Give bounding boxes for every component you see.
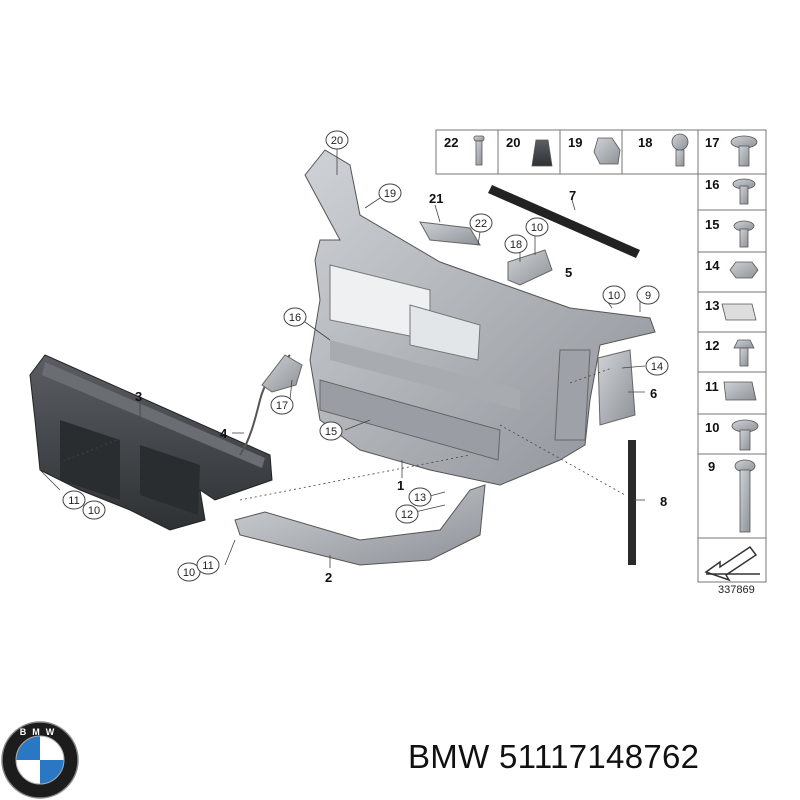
callout-22: 22: [475, 218, 487, 230]
legend-num-10: 10: [705, 420, 719, 435]
bracket-part-6: [597, 349, 636, 426]
front-panel-part-1: [304, 149, 656, 486]
legend-num-20: 20: [506, 135, 520, 150]
part-label-6: 6: [650, 386, 657, 401]
seal-strip-part-8: [628, 440, 636, 565]
bracket-part-21: [419, 221, 481, 246]
callout-10: 10: [183, 567, 195, 579]
part-label-2: 2: [325, 570, 332, 585]
part-label-5: 5: [565, 265, 572, 280]
part-label-3: 3: [135, 389, 142, 404]
callout-15: 15: [325, 426, 337, 438]
callout-10: 10: [608, 290, 620, 302]
legend-num-12: 12: [705, 338, 719, 353]
legend-num-16: 16: [705, 177, 719, 192]
brand-name: BMW: [408, 738, 490, 775]
holder-part-4: [261, 354, 303, 393]
part-label-7: 7: [569, 188, 576, 203]
bmw-logo-icon: BMW: [1, 721, 79, 799]
callout-18: 18: [510, 239, 522, 251]
legend-num-18: 18: [638, 135, 652, 150]
legend-num-15: 15: [705, 217, 719, 232]
callout-10: 10: [88, 505, 100, 517]
legend-num-9: 9: [708, 459, 715, 474]
legend-num-22: 22: [444, 135, 458, 150]
part-caption: BMW 51117148762: [408, 738, 699, 776]
callout-9: 9: [645, 290, 651, 302]
part-number: 51117148762: [499, 738, 700, 775]
drawing-number: 337869: [718, 584, 755, 596]
legend-num-13: 13: [705, 298, 719, 313]
lower-carrier-part-2: [234, 484, 486, 566]
legend-num-17: 17: [705, 135, 719, 150]
callout-20: 20: [331, 135, 343, 147]
callout-11: 11: [68, 495, 79, 507]
seal-strip-part-7: [488, 185, 640, 258]
callout-16: 16: [289, 312, 301, 324]
orientation-arrow-icon: [704, 545, 760, 582]
air-duct-part-3: [29, 354, 273, 531]
callout-17: 17: [276, 400, 288, 412]
callout-11: 11: [202, 560, 213, 572]
legend-num-19: 19: [568, 135, 582, 150]
part-label-4: 4: [220, 426, 228, 441]
part-label-8: 8: [660, 494, 667, 509]
bracket-part-5: [507, 249, 553, 286]
leader-lines: [39, 149, 646, 568]
callouts: [62, 130, 669, 582]
callout-13: 13: [414, 492, 426, 504]
callout-19: 19: [384, 188, 396, 200]
part-label-1: 1: [397, 478, 404, 493]
legend-num-11: 11: [705, 379, 719, 394]
callout-14: 14: [651, 361, 663, 373]
callout-12: 12: [401, 509, 413, 521]
bmw-logo-letters: BMW: [20, 727, 61, 737]
legend-num-14: 14: [705, 258, 720, 273]
callout-10: 10: [531, 222, 543, 234]
fastener-icons: [473, 133, 759, 533]
part-label-21: 21: [429, 191, 443, 206]
